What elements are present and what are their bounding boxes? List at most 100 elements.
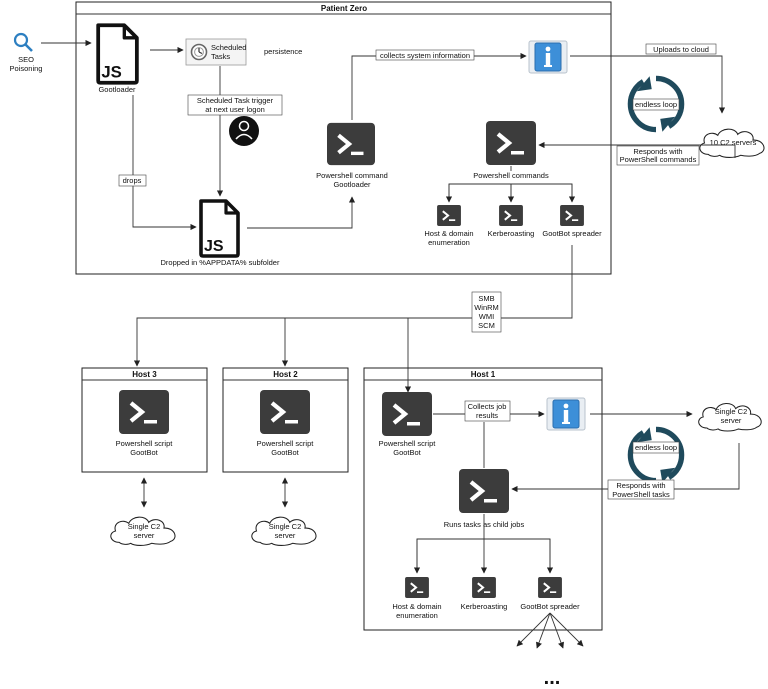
- host1-c2-cloud: Single C2 server: [698, 402, 762, 432]
- host3-c2-label-1: Single C2: [128, 522, 161, 531]
- gootloader-label: Gootloader: [98, 85, 136, 94]
- powershell-terminal-icon: [260, 390, 310, 434]
- host1-endless-loop-label: endless loop: [635, 443, 677, 452]
- responds-label-2: PowerShell commands: [620, 155, 697, 164]
- collects-label: collects system information: [380, 51, 470, 60]
- uploads-arrow: [570, 55, 726, 114]
- magnifier-icon: [13, 32, 33, 52]
- dropped-to-command-arrow: [247, 196, 356, 229]
- host1-collects-label-1: Collects job: [468, 402, 507, 411]
- host1-responds-arrow: [511, 443, 740, 493]
- clock-icon: [190, 43, 208, 61]
- host1-task-enum-label-1: Host & domain: [392, 602, 441, 611]
- protocol-smb: SMB: [478, 294, 494, 303]
- endless-loop-label: endless loop: [635, 100, 677, 109]
- host3-script-label-1: Powershell script: [116, 439, 174, 448]
- powershell-terminal-icon: [472, 577, 496, 598]
- pz-task-spreader-label: GootBot spreader: [542, 229, 602, 238]
- protocol-winrm: WinRM: [474, 303, 499, 312]
- dropped-js-node: Dropped in %APPDATA% subfolder: [161, 199, 280, 267]
- host1-task-spreader-label: GootBot spreader: [520, 602, 580, 611]
- host1-task-kerberoasting: Kerberoasting: [461, 577, 508, 611]
- gootloader-node: Gootloader: [96, 23, 139, 94]
- ps-command-label-1: Powershell command: [316, 171, 388, 180]
- trigger-label-1: Scheduled Task trigger: [197, 96, 274, 105]
- dropped-label: Dropped in %APPDATA% subfolder: [161, 258, 280, 267]
- trigger-label-2: at next user logon: [205, 105, 265, 114]
- ps-command-label-2: Gootloader: [333, 180, 371, 189]
- host1-task-enum-label-2: enumeration: [396, 611, 438, 620]
- js-file-icon: [199, 199, 240, 258]
- pz-task-kerb-label: Kerberoasting: [488, 229, 535, 238]
- uploads-label: Uploads to cloud: [653, 45, 709, 54]
- protocol-wmi: WMI: [479, 312, 494, 321]
- host2-panel: Host 2 Powershell script GootBot: [222, 367, 349, 473]
- host2-title: Host 2: [273, 370, 298, 379]
- collects-info-arrow: [351, 52, 527, 120]
- host3-panel: Host 3 Powershell script GootBot: [81, 367, 208, 473]
- ps-command-node: Powershell command Gootloader: [316, 123, 388, 189]
- pz-task-enumeration: Host & domain enumeration: [424, 205, 474, 247]
- ps-commands-node: Powershell commands: [473, 121, 549, 180]
- host1-task-enumeration: Host & domain enumeration: [392, 577, 442, 620]
- seo-label-1: SEO: [18, 55, 34, 64]
- host1-script-node: Powershell script GootBot: [379, 392, 437, 457]
- host2-c2-label-1: Single C2: [269, 522, 302, 531]
- powershell-terminal-icon: [538, 577, 562, 598]
- host2-c2-label-2: server: [275, 531, 296, 540]
- user-icon: [229, 116, 259, 146]
- pz-task-kerberoasting: Kerberoasting: [488, 205, 535, 238]
- seo-poisoning-node: SEO Poisoning: [10, 32, 43, 73]
- powershell-terminal-icon: [119, 390, 169, 434]
- powershell-terminal-icon: [437, 205, 461, 226]
- powershell-terminal-icon: [459, 469, 509, 513]
- patient-zero-panel: Patient Zero: [75, 1, 612, 275]
- c2-servers-label: 10 C2 servers: [710, 138, 757, 147]
- scheduled-tasks-label-1: Scheduled: [211, 43, 246, 52]
- patient-zero-title: Patient Zero: [321, 4, 367, 13]
- powershell-terminal-icon: [405, 577, 429, 598]
- host1-responds-label-2: PowerShell tasks: [612, 490, 670, 499]
- info-icon: [546, 397, 586, 431]
- powershell-terminal-icon: [560, 205, 584, 226]
- pz-task-spreader: GootBot spreader: [542, 205, 602, 238]
- spread-to-host3-arrow: [133, 245, 573, 367]
- protocol-scm: SCM: [478, 321, 495, 330]
- host1-c2-label-2: server: [721, 416, 742, 425]
- host1-collects-label-2: results: [476, 411, 498, 420]
- host3-script-label-2: GootBot: [130, 448, 158, 457]
- host3-title: Host 3: [132, 370, 157, 379]
- loop-arrows-icon: [630, 427, 681, 482]
- powershell-terminal-icon: [382, 392, 432, 436]
- pz-task-enum-label-1: Host & domain: [424, 229, 473, 238]
- powershell-terminal-icon: [499, 205, 523, 226]
- protocols-label: SMB WinRM WMI SCM: [471, 291, 502, 333]
- responds-arrow: [538, 141, 736, 158]
- seo-label-2: Poisoning: [10, 64, 43, 73]
- host1-task-spreader: GootBot spreader: [520, 577, 580, 611]
- host1-panel: Host 1: [363, 367, 603, 631]
- c2-servers-cloud: 10 C2 servers: [699, 128, 765, 158]
- host3-c2-label-2: server: [134, 531, 155, 540]
- persistence-label: persistence: [264, 47, 302, 56]
- further-spread-arrows: [516, 612, 584, 649]
- info-icon: [528, 40, 568, 74]
- host1-task-kerb-label: Kerberoasting: [461, 602, 508, 611]
- responds-label-1: Responds with: [633, 147, 682, 156]
- ps-commands-label: Powershell commands: [473, 171, 549, 180]
- powershell-terminal-icon: [327, 123, 375, 165]
- host2-script-label-2: GootBot: [271, 448, 299, 457]
- host1-script-label-2: GootBot: [393, 448, 421, 457]
- host2-c2-cloud: Single C2 server: [251, 516, 317, 546]
- drops-label: drops: [123, 176, 142, 185]
- host1-c2-label-1: Single C2: [715, 407, 748, 416]
- host1-responds-label-1: Responds with: [616, 481, 665, 490]
- host2-script-label-1: Powershell script: [257, 439, 315, 448]
- drops-arrow: [132, 95, 197, 231]
- host1-title: Host 1: [471, 370, 496, 379]
- ellipsis-label: ...: [544, 667, 561, 689]
- pz-task-enum-label-2: enumeration: [428, 238, 470, 247]
- host1-script-label-1: Powershell script: [379, 439, 437, 448]
- scheduled-tasks-node: Scheduled Tasks: [185, 38, 246, 66]
